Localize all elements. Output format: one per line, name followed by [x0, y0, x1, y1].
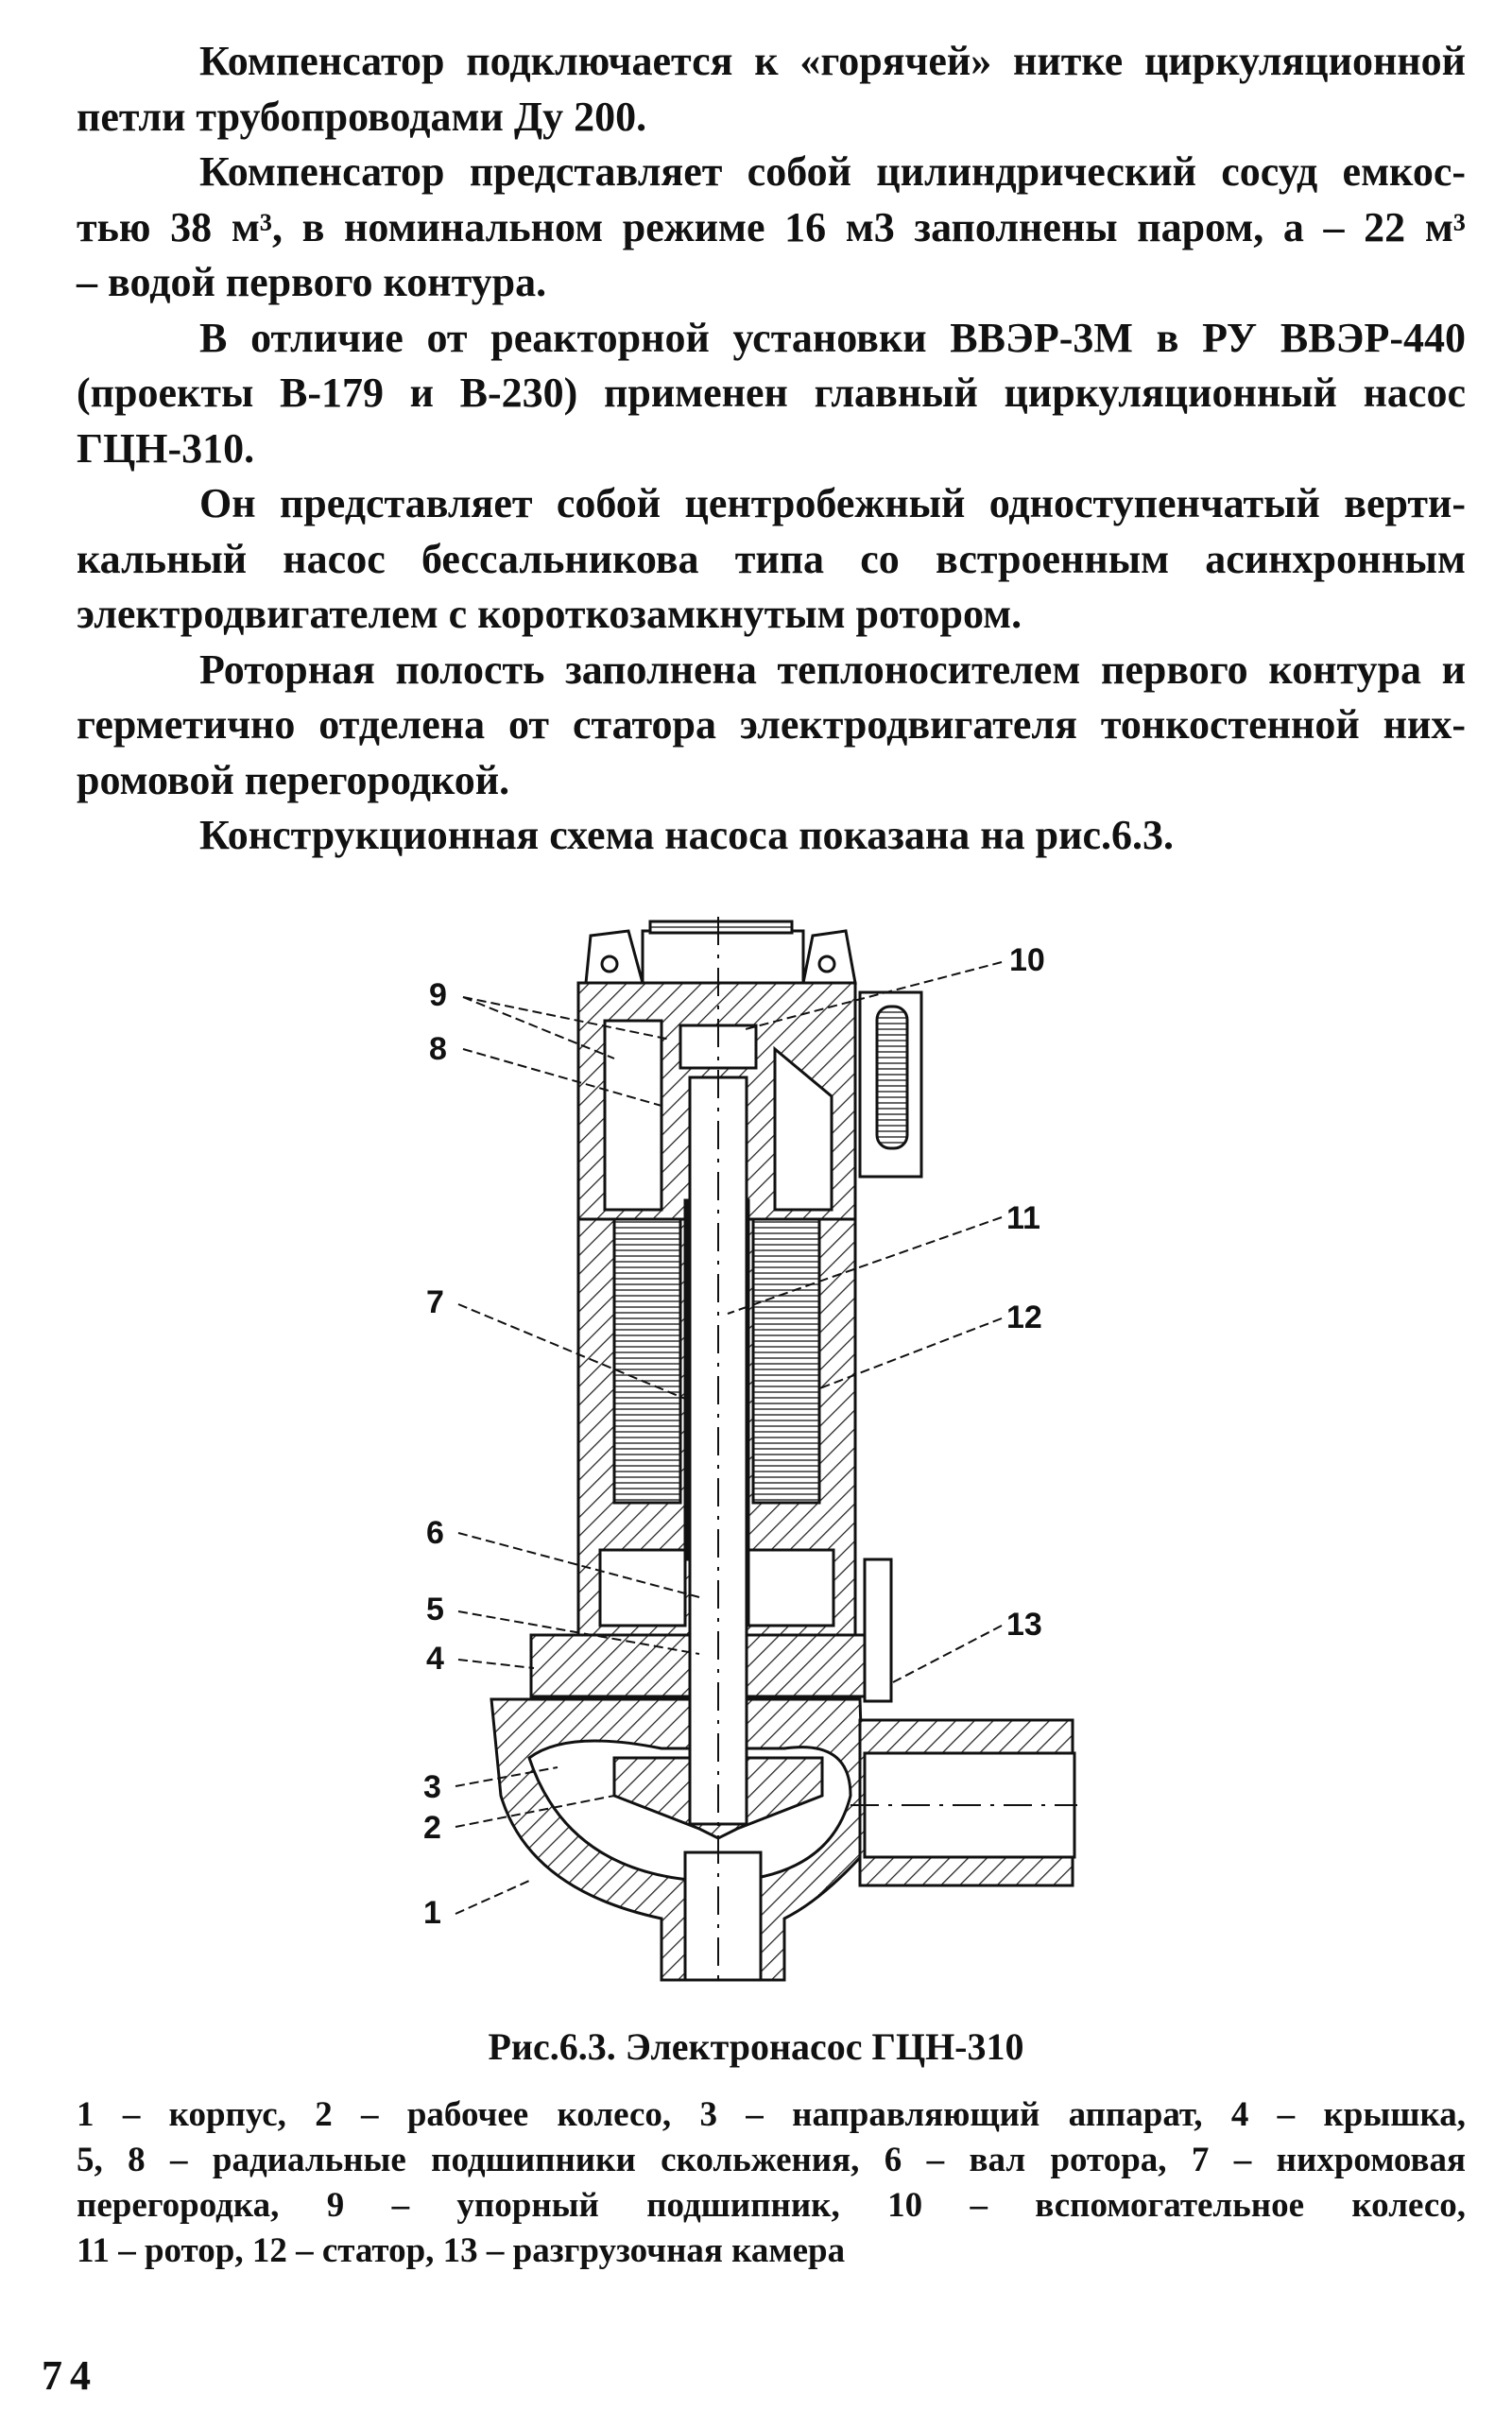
part-labels: 1 2 3 4 5 6 7 8 9 10 11 12 13 [423, 942, 1045, 1931]
part-label-10: 10 [1009, 942, 1045, 978]
part-label-11: 11 [1006, 1200, 1040, 1236]
part-label-9: 9 [429, 977, 447, 1013]
text-line: кальный насос бессальникова типа со встр… [77, 535, 1466, 582]
text-line: Конструкционная схема насоса показана на… [199, 812, 1174, 858]
terminal-box [584, 920, 857, 985]
page-number: 74 [42, 2352, 98, 2399]
text-line: электродвигателем с короткозамкнутым рот… [77, 591, 1022, 637]
legend-line: 1 – корпус, 2 – рабочее колесо, 3 – напр… [77, 2095, 1466, 2134]
pump-casing [490, 1697, 1076, 1982]
legend-line: перегородка, 9 – упорный подшипник, 10 –… [77, 2186, 1466, 2225]
part-label-12: 12 [1006, 1300, 1042, 1335]
part-label-4: 4 [426, 1641, 444, 1677]
side-cooler [858, 990, 923, 1179]
legend-line: 11 – ротор, 12 – статор, 13 – разгрузочн… [77, 2231, 846, 2270]
body-text: Компенсатор подключается к «горячей» нит… [77, 34, 1466, 864]
text-line: герметично отделена от статора электродв… [77, 701, 1466, 748]
part-label-1: 1 [423, 1895, 441, 1931]
text-line: Он представляет собой центробежный однос… [199, 480, 1466, 526]
text-line: петли трубопроводами Ду 200. [77, 93, 647, 140]
text-line: Компенсатор представляет собой цилиндрич… [199, 148, 1466, 195]
figure-caption: Рис.6.3. Электронасос ГЦН-310 [488, 2025, 1024, 2068]
legend-line: 5, 8 – радиальные подшипники скольжения,… [77, 2141, 1466, 2179]
text-line: ромовой перегородкой. [77, 756, 510, 803]
part-label-7: 7 [426, 1284, 444, 1320]
leader-lines [455, 961, 1003, 1915]
part-label-13: 13 [1006, 1607, 1042, 1643]
text-line: ГЦН-310. [77, 424, 255, 472]
text-line: В отличие от реакторной установки ВВЭР-3… [199, 314, 1466, 361]
part-label-5: 5 [426, 1592, 444, 1627]
relief-bolt [863, 1558, 893, 1703]
text-line: Компенсатор подключается к «горячей» нит… [199, 38, 1466, 84]
text-line: Роторная полость заполнена теплоносителе… [199, 646, 1466, 693]
part-label-8: 8 [429, 1031, 447, 1067]
part-label-2: 2 [423, 1810, 441, 1846]
text-line: тью 38 м³, в номинальном режиме 16 м3 за… [77, 203, 1466, 250]
text-line: – водой первого контура. [77, 259, 547, 305]
figure-legend: 1 – корпус, 2 – рабочее колесо, 3 – напр… [77, 2092, 1466, 2274]
text-line: (проекты В-179 и В-230) применен главный… [77, 370, 1466, 416]
part-label-3: 3 [423, 1769, 441, 1805]
part-label-6: 6 [426, 1515, 444, 1551]
